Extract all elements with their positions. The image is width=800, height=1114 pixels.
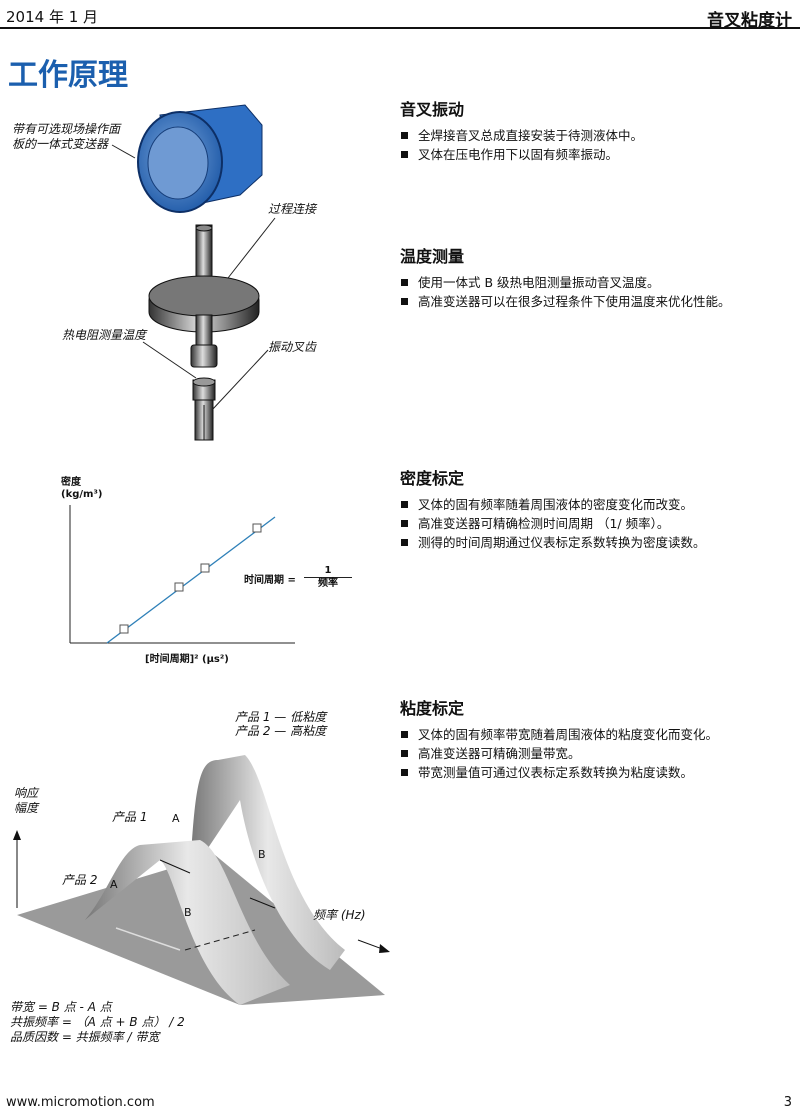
density-x-label: [时间周期]² (μs²) xyxy=(145,654,229,665)
section-viscosity: 粘度标定 叉体的固有频率带宽随着周围液体的粘度变化而变化。高准变送器可精确测量带… xyxy=(400,695,795,782)
label-product-2: 产品 2 xyxy=(62,873,98,887)
header-date: 2014 年 1 月 xyxy=(6,8,99,26)
bullet: 高准变送器可以在很多过程条件下使用温度来优化性能。 xyxy=(400,292,795,311)
label-tines: 振动叉齿 xyxy=(268,340,317,354)
density-y-label: 密度(kg/m³) xyxy=(61,477,103,500)
point-a-product-1: A xyxy=(172,812,180,825)
bullet: 叉体的固有频率随着周围液体的密度变化而改变。 xyxy=(400,495,795,514)
y-axis-label: 响应幅度 xyxy=(14,786,39,815)
section-heading: 温度测量 xyxy=(400,247,465,266)
page-number: 3 xyxy=(783,1095,792,1110)
label-transmitter: 带有可选现场操作面板的一体式变送器 xyxy=(12,122,121,151)
x-axis-label: 频率 (Hz) xyxy=(313,908,366,922)
point-b-product-2: B xyxy=(184,906,192,919)
section-heading: 密度标定 xyxy=(400,469,465,488)
header-product: 音叉粘度计 xyxy=(707,11,792,31)
formula-quality-factor: 品质因数 = 共振频率 / 带宽 xyxy=(10,1030,160,1044)
page-title: 工作原理 xyxy=(8,58,128,93)
point-b-product-1: B xyxy=(258,848,266,861)
bullet: 使用一体式 B 级热电阻测量振动音叉温度。 xyxy=(400,273,795,292)
bullet: 测得的时间周期通过仪表标定系数转换为密度读数。 xyxy=(400,533,795,552)
data-point xyxy=(119,624,129,634)
density-line xyxy=(106,516,276,644)
bullet: 高准变送器可精确测量带宽。 xyxy=(400,744,795,763)
data-point xyxy=(252,523,262,533)
section-density: 密度标定 叉体的固有频率随着周围液体的密度变化而改变。高准变送器可精确检测时间周… xyxy=(400,465,795,552)
legend-product-2: 产品 2 — 高粘度 xyxy=(235,724,327,738)
footer-url[interactable]: www.micromotion.com xyxy=(6,1095,155,1110)
section-fork-vibration: 音叉振动 全焊接音叉总成直接安装于待测液体中。叉体在压电作用下以固有频率振动。 xyxy=(400,96,795,164)
section-heading: 粘度标定 xyxy=(400,699,465,718)
section-temperature: 温度测量 使用一体式 B 级热电阻测量振动音叉温度。高准变送器可以在很多过程条件… xyxy=(400,243,795,311)
formula-bandwidth: 带宽 = B 点 - A 点 xyxy=(10,1000,112,1014)
point-a-product-2: A xyxy=(110,878,118,891)
bullet: 带宽测量值可通过仪表标定系数转换为粘度读数。 xyxy=(400,763,795,782)
period-equation-left: 时间周期 = xyxy=(244,575,296,586)
label-process-connection: 过程连接 xyxy=(268,202,317,216)
transmitter-illustration xyxy=(111,104,276,441)
header-divider xyxy=(0,27,800,29)
legend-product-1: 产品 1 — 低粘度 xyxy=(235,710,327,724)
formula-resonance: 共振频率 = （A 点 + B 点） / 2 xyxy=(10,1015,185,1029)
label-product-1: 产品 1 xyxy=(112,810,148,824)
viscosity-diagram xyxy=(13,755,390,1005)
bullet: 高准变送器可精确检测时间周期 （1/ 频率）。 xyxy=(400,514,795,533)
bullet: 叉体在压电作用下以固有频率振动。 xyxy=(400,145,795,164)
density-chart xyxy=(69,505,295,644)
section-heading: 音叉振动 xyxy=(400,100,465,119)
label-rtd: 热电阻测量温度 xyxy=(62,328,147,342)
data-point xyxy=(174,582,184,592)
bullet: 全焊接音叉总成直接安装于待测液体中。 xyxy=(400,126,795,145)
bullet: 叉体的固有频率带宽随着周围液体的粘度变化而变化。 xyxy=(400,725,795,744)
data-point xyxy=(200,563,210,573)
